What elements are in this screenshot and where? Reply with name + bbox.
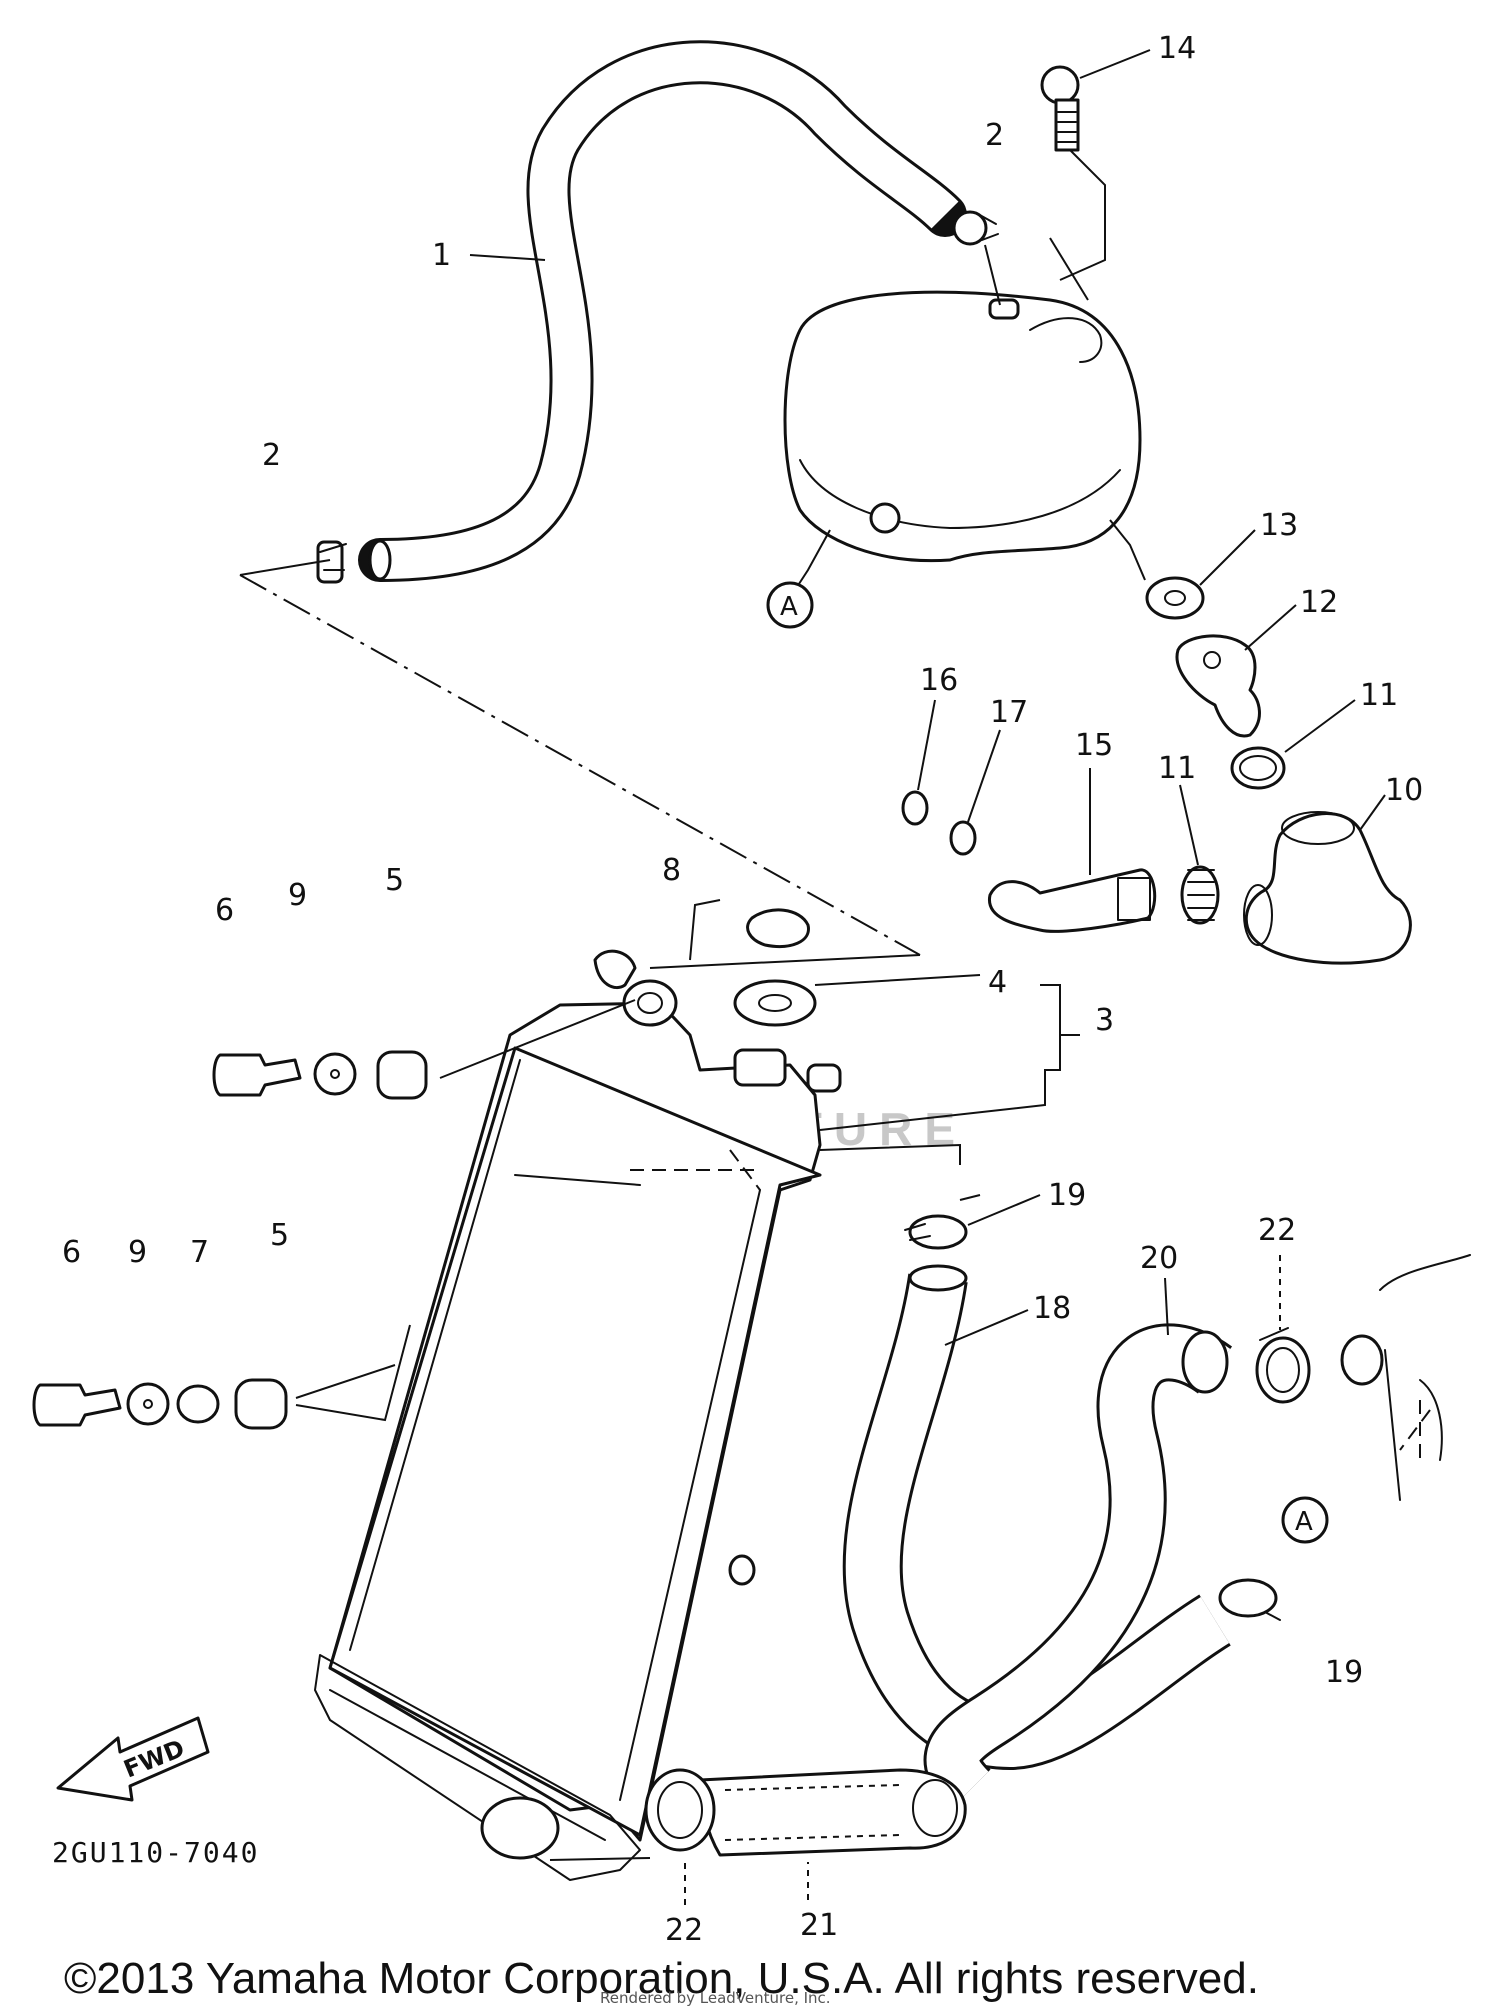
callout-21: 21 <box>800 1908 838 1943</box>
hose-clamp-22-bottom <box>644 1768 716 1852</box>
connector-a-right-label: A <box>1295 1507 1313 1537</box>
gasket <box>1145 576 1205 620</box>
callout-19-bottom: 19 <box>1325 1655 1363 1690</box>
breather-hose <box>988 868 1157 933</box>
callout-14: 14 <box>1158 31 1196 66</box>
engine-inlet-fitting <box>1340 1254 1471 1501</box>
washer-small <box>949 820 977 856</box>
callout-11-left: 11 <box>1158 751 1196 786</box>
callout-2-top: 2 <box>985 118 1004 153</box>
callout-6-top: 6 <box>215 893 234 928</box>
diagram-code: 2GU110-7040 <box>52 1836 259 1869</box>
collar-lower <box>176 1384 220 1424</box>
cap-clip <box>746 908 810 948</box>
radiator-cap <box>733 979 817 1027</box>
overflow-hose <box>358 40 967 582</box>
callout-9-top: 9 <box>288 878 307 913</box>
hose-clamp-left <box>1180 865 1220 925</box>
callout-22-right: 22 <box>1258 1213 1296 1248</box>
hose-clip-top <box>952 210 999 246</box>
rendered-by-note: Rendered by LeadVenture, Inc. <box>600 1989 831 2007</box>
callout-22-bottom: 22 <box>665 1913 703 1948</box>
copyright-notice: ©2013 Yamaha Motor Corporation, U.S.A. A… <box>64 1954 1259 2003</box>
connector-a-top: A <box>766 581 814 629</box>
callout-7: 7 <box>190 1235 209 1270</box>
o-ring-small <box>901 790 929 826</box>
radiator <box>314 949 842 1881</box>
callout-10: 10 <box>1385 773 1423 808</box>
hose-clamp-19-bottom <box>1218 1578 1281 1621</box>
callout-17: 17 <box>990 695 1028 730</box>
upper-elbow-hose <box>923 1323 1233 1811</box>
callout-4: 4 <box>988 965 1007 1000</box>
radiator-bolt-upper <box>212 1053 302 1097</box>
hose-clamp-19-top <box>904 1214 968 1250</box>
washer-lower <box>126 1382 170 1426</box>
bottom-hose <box>698 1768 967 1857</box>
callout-3: 3 <box>1095 1003 1114 1038</box>
callout-2-left: 2 <box>262 438 281 473</box>
callout-6-mid: 6 <box>62 1235 81 1270</box>
callout-13: 13 <box>1260 508 1298 543</box>
callout-11-right: 11 <box>1360 678 1398 713</box>
connector-a-top-label: A <box>780 592 798 622</box>
callout-5-mid: 5 <box>270 1218 289 1253</box>
callout-15: 15 <box>1075 728 1113 763</box>
forward-direction-arrow: FWD <box>56 1716 210 1802</box>
reservoir-tank <box>783 290 1142 563</box>
radiator-bolt-lower <box>32 1383 122 1427</box>
callout-12: 12 <box>1300 585 1338 620</box>
connector-a-right: A <box>1281 1496 1329 1544</box>
callout-9-mid: 9 <box>128 1235 147 1270</box>
elbow-hose <box>1243 811 1412 965</box>
callout-20: 20 <box>1140 1241 1178 1276</box>
washer-upper <box>313 1052 357 1096</box>
bolt <box>1040 65 1080 152</box>
callout-5-top: 5 <box>385 863 404 898</box>
callout-16: 16 <box>920 663 958 698</box>
callout-8: 8 <box>662 853 681 888</box>
hose-clamp-22-right <box>1255 1327 1311 1404</box>
callout-19-top: 19 <box>1048 1178 1086 1213</box>
lower-radiator-hose <box>842 1264 1232 1771</box>
callout-1: 1 <box>432 238 451 273</box>
grommet-lower <box>234 1378 288 1430</box>
outlet-fitting <box>1175 634 1261 738</box>
hose-clamp-right <box>1230 746 1286 790</box>
callout-18: 18 <box>1033 1291 1071 1326</box>
grommet-upper <box>376 1050 428 1100</box>
